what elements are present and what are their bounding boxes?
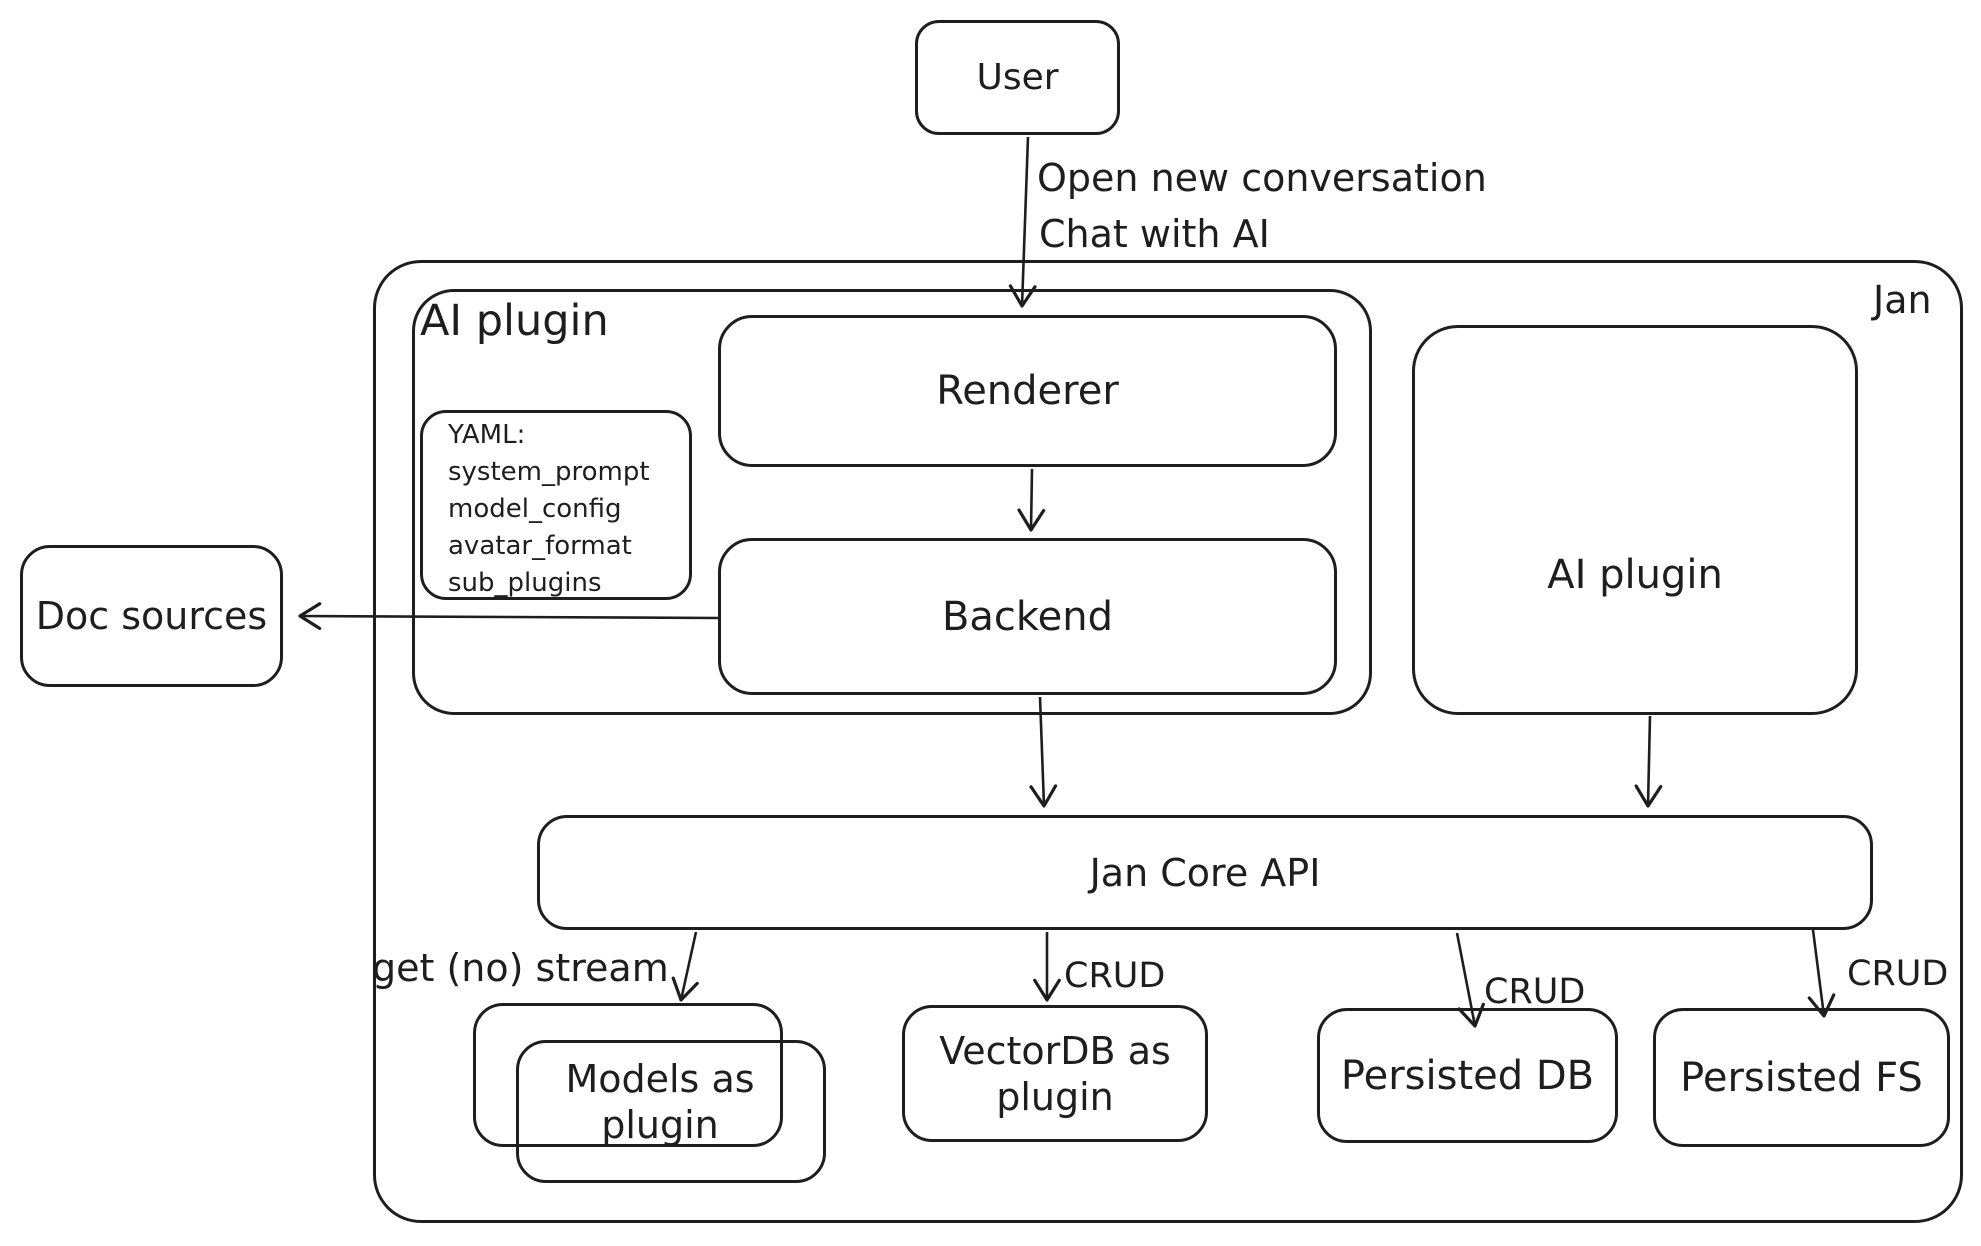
yaml-line: sub_plugins bbox=[448, 568, 602, 598]
jan-container-box bbox=[373, 260, 1963, 1223]
edge-label-crud-persisted-db: CRUD bbox=[1484, 972, 1586, 1012]
jan-container-label: Jan bbox=[1873, 278, 1932, 322]
renderer-node: Renderer bbox=[718, 315, 1337, 467]
ai-plugin-container-label: AI plugin bbox=[420, 296, 609, 346]
edge-label-chat-with-ai: Chat with AI bbox=[1039, 212, 1270, 256]
user-node-label: User bbox=[976, 57, 1059, 98]
renderer-node-label: Renderer bbox=[936, 368, 1119, 414]
persisted-fs-node-label: Persisted FS bbox=[1680, 1054, 1923, 1101]
ai-plugin-container-box bbox=[412, 289, 1372, 715]
ai-plugin-node: AI plugin bbox=[1412, 325, 1858, 715]
yaml-line: YAML: bbox=[448, 420, 526, 450]
doc-sources-node-label: Doc sources bbox=[35, 594, 268, 638]
yaml-line: model_config bbox=[448, 494, 622, 524]
yaml-note-box bbox=[420, 410, 692, 600]
persisted-db-node: Persisted DB bbox=[1317, 1008, 1618, 1143]
jan-core-api-node: Jan Core API bbox=[537, 815, 1873, 930]
yaml-line: system_prompt bbox=[448, 457, 650, 487]
backend-node-label: Backend bbox=[941, 593, 1114, 640]
yaml-line: avatar_format bbox=[448, 531, 632, 561]
persisted-db-node-label: Persisted DB bbox=[1340, 1052, 1595, 1099]
models-plugin-node-front bbox=[516, 1040, 826, 1183]
edge-label-crud-persisted-fs: CRUD bbox=[1847, 954, 1949, 994]
ai-plugin-node-label: AI plugin bbox=[1547, 552, 1723, 598]
vectordb-plugin-node-label: VectorDB as plugin bbox=[939, 1028, 1171, 1119]
vectordb-plugin-node: VectorDB as plugin bbox=[902, 1005, 1208, 1142]
edge-label-crud-vectordb: CRUD bbox=[1064, 956, 1166, 996]
edge-label-get-no-stream: get (no) stream bbox=[372, 946, 669, 990]
doc-sources-node: Doc sources bbox=[20, 545, 283, 687]
models-plugin-node-label: Models as plugin bbox=[565, 1057, 755, 1147]
user-node: User bbox=[915, 20, 1120, 135]
persisted-fs-node: Persisted FS bbox=[1653, 1008, 1950, 1147]
jan-core-api-node-label: Jan Core API bbox=[1089, 850, 1321, 895]
yaml-note-lines: YAML: system_prompt model_config avatar_… bbox=[448, 417, 650, 602]
models-plugin-node-back bbox=[473, 1003, 783, 1147]
edge-label-open-new-conversation: Open new conversation bbox=[1037, 156, 1487, 200]
backend-node: Backend bbox=[718, 538, 1337, 695]
